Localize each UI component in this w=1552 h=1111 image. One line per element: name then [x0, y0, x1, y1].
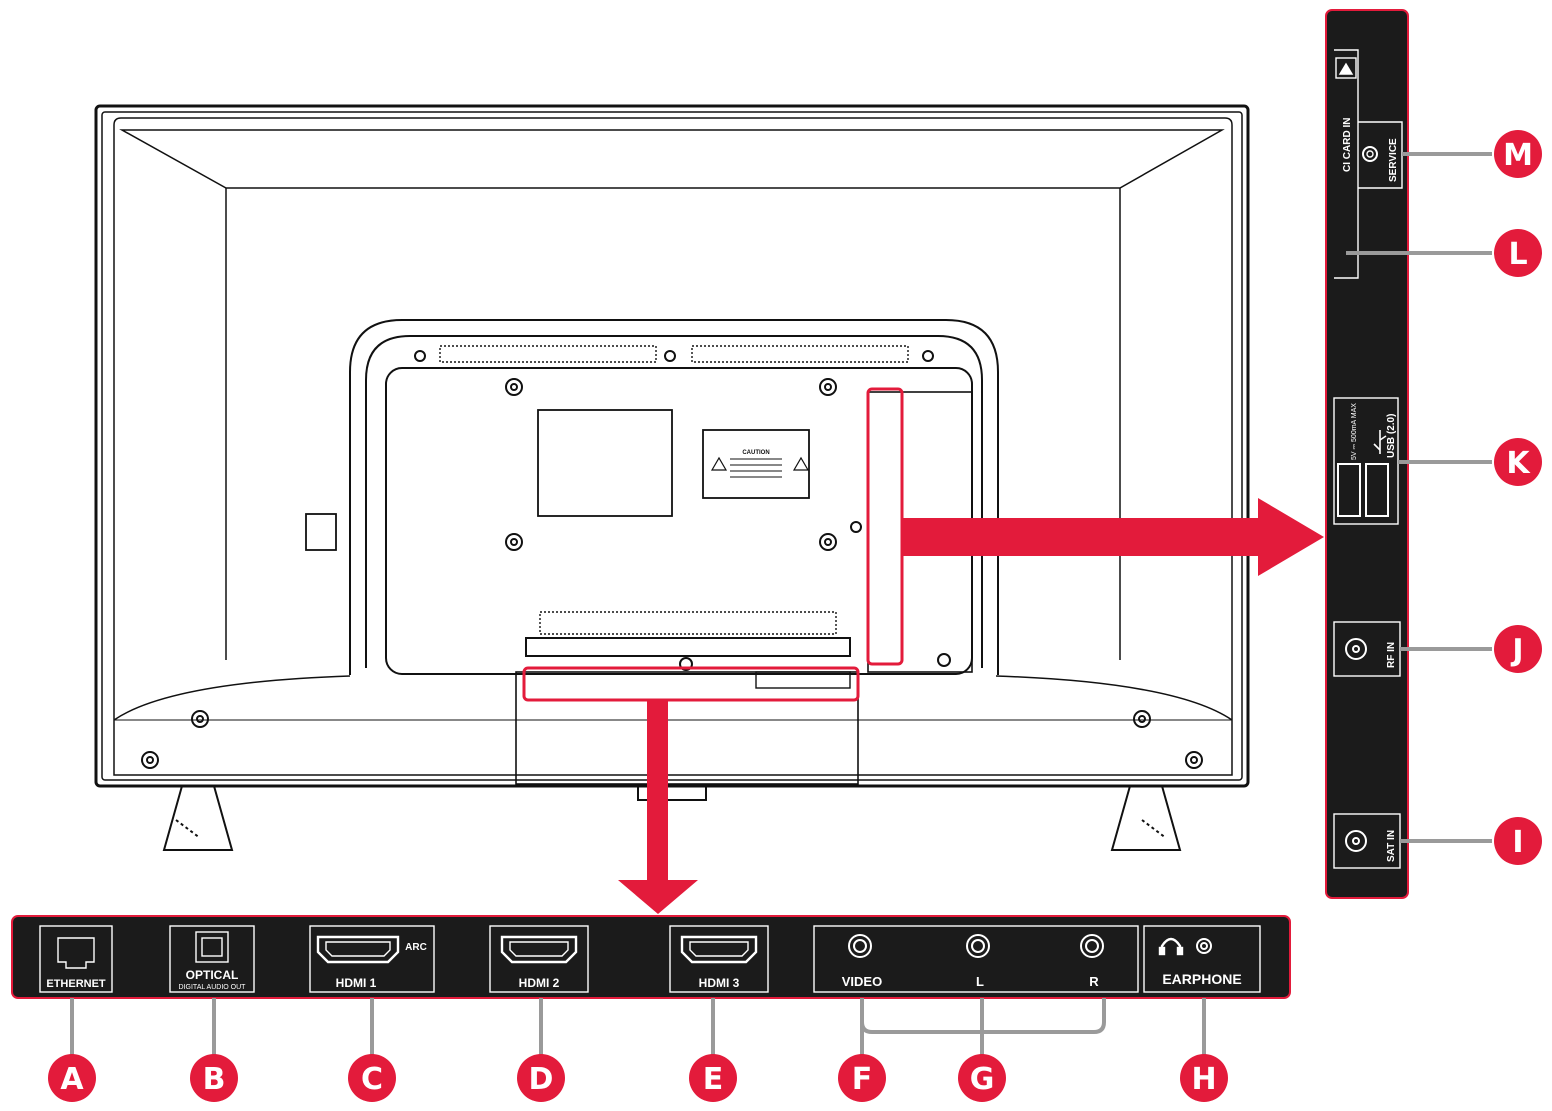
top-vents [439, 345, 909, 635]
vesa-screws [414, 350, 951, 671]
badge-a: A [48, 1054, 96, 1102]
usb-spec-label: 5V ⎓ 500mA MAX [1351, 403, 1358, 460]
sat-in-jack-icon [1345, 830, 1367, 852]
ci-card-slot [1334, 49, 1359, 279]
ethernet-label: ETHERNET [46, 978, 106, 990]
usb-icon [1373, 430, 1387, 454]
right-stand [1110, 785, 1182, 851]
caution-text-lines [730, 458, 782, 478]
caution-text: CAUTION [742, 450, 769, 456]
highlight-boxes [522, 387, 904, 702]
optical-port [169, 925, 255, 993]
arrow-to-side-panel [903, 498, 1324, 576]
hdmi2-label: HDMI 2 [519, 976, 560, 990]
model-label-plate [537, 409, 673, 517]
hdmi1-arc-label: ARC [405, 942, 427, 953]
ci-card-label: CI CARD IN [1342, 118, 1353, 172]
svg-text:K: K [1506, 446, 1531, 481]
svg-text:H: H [1191, 1062, 1216, 1097]
badge-c: C [348, 1054, 396, 1102]
optical-sublabel: DIGITAL AUDIO OUT [179, 984, 247, 991]
power-socket [305, 513, 337, 551]
svg-text:I: I [1512, 825, 1523, 860]
warning-icon [710, 456, 810, 471]
rf-in-jack-icon [1345, 638, 1367, 660]
svg-text:D: D [529, 1062, 554, 1097]
badge-f: F [838, 1054, 886, 1102]
audio-r-jack-icon [1080, 934, 1104, 958]
hdmi1-label: HDMI 1 [336, 976, 377, 990]
badge-j: J [1494, 625, 1542, 673]
svg-text:J: J [1510, 633, 1523, 668]
hdmi2-port [489, 925, 589, 993]
side-leader-lines [1346, 152, 1492, 843]
audio-l-label: L [976, 974, 984, 989]
hdmi1-port [309, 925, 435, 993]
badge-l: L [1494, 229, 1542, 277]
badge-k: K [1494, 438, 1542, 486]
svg-text:M: M [1503, 138, 1533, 173]
badge-d: D [517, 1054, 565, 1102]
central-housing [305, 319, 999, 785]
service-label: SERVICE [1388, 138, 1399, 182]
hdmi3-port [669, 925, 769, 993]
left-stand [162, 785, 234, 851]
headphone-icon [1158, 937, 1184, 956]
ethernet-port [39, 925, 113, 993]
svg-text:C: C [361, 1062, 383, 1097]
bottom-leader-lines [70, 998, 1206, 1056]
sat-in-label: SAT IN [1386, 830, 1397, 862]
earphone-label: EARPHONE [1162, 971, 1241, 987]
video-jack-icon [848, 934, 872, 958]
arrow-to-bottom-panel [618, 700, 698, 914]
svg-text:B: B [203, 1062, 226, 1097]
badge-g: G [958, 1054, 1006, 1102]
frame-screws [141, 710, 1203, 769]
badge-h: H [1180, 1054, 1228, 1102]
svg-text:E: E [703, 1062, 724, 1097]
av-input-block [813, 925, 1139, 993]
center-stand-cover [637, 785, 707, 801]
svg-text:F: F [852, 1062, 873, 1097]
svg-text:G: G [970, 1062, 995, 1097]
badge-b: B [190, 1054, 238, 1102]
svg-text:L: L [1508, 237, 1527, 272]
audio-l-jack-icon [966, 934, 990, 958]
earphone-block [1143, 925, 1261, 993]
earphone-jack-icon [1196, 938, 1212, 954]
optical-label: OPTICAL [186, 968, 239, 982]
audio-r-label: R [1089, 974, 1099, 989]
video-label: VIDEO [842, 974, 882, 989]
badge-i: I [1494, 817, 1542, 865]
badge-e: E [689, 1054, 737, 1102]
hdmi3-label: HDMI 3 [699, 976, 740, 990]
usb-label: USB (2.0) [1386, 414, 1397, 458]
svg-text:A: A [60, 1062, 84, 1097]
caution-label-plate [702, 429, 810, 499]
badge-m: M [1494, 130, 1542, 178]
rf-in-label: RF IN [1386, 642, 1397, 668]
